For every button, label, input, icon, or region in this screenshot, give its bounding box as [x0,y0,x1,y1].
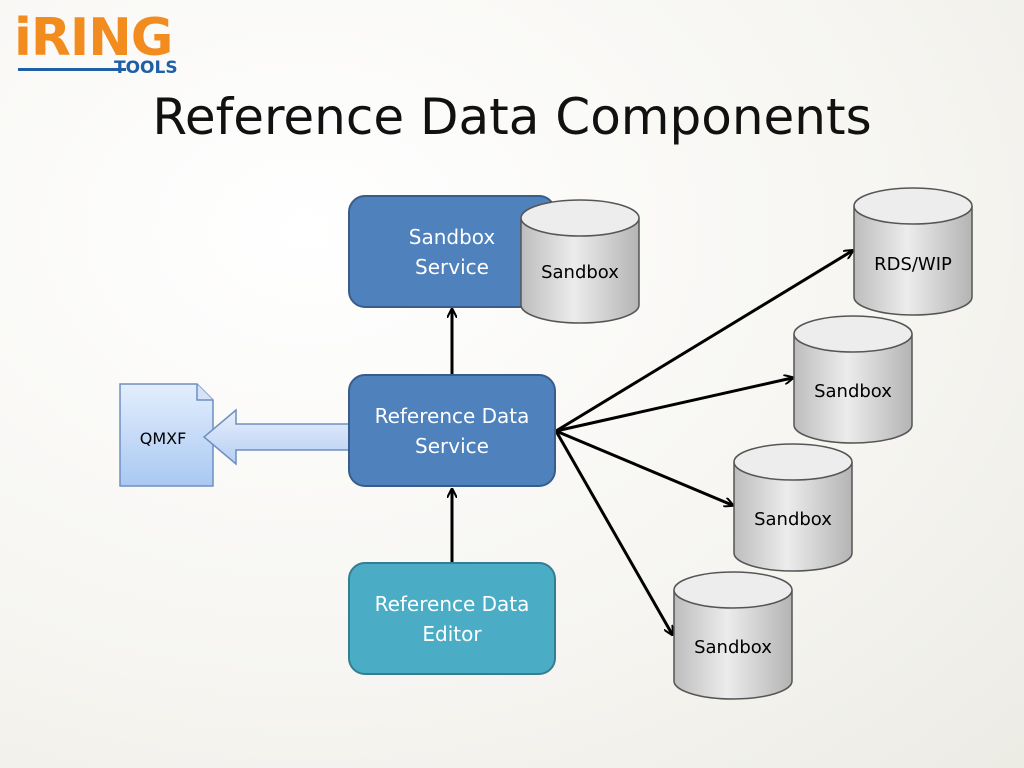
page-title: Reference Data Components [152,88,872,146]
sandbox-1-label: Sandbox [814,381,892,402]
sandbox-top-label: Sandbox [541,262,619,283]
sandbox-database-1: Sandbox [793,315,913,444]
sandbox-database-3: Sandbox [673,571,793,700]
rds-wip-label: RDS/WIP [874,254,952,275]
reference-data-service-box: Reference Data Service [348,374,556,487]
arrow-to-sandbox-1 [555,378,792,433]
logo-subtitle: TOOLS [114,58,178,78]
qmxf-document: QMXF [119,383,214,487]
reference-data-service-label-line2: Service [415,434,489,458]
logo-underline [18,68,126,71]
arrow-to-sandbox-2 [555,429,732,505]
sandbox-service-label-line1: Sandbox [409,225,496,249]
sandbox-2-label: Sandbox [754,509,832,530]
sandbox-service-label-line2: Service [415,255,489,279]
arrow-to-rds-wip [555,251,852,433]
reference-data-editor-label-line2: Editor [422,622,482,646]
sandbox-database-2: Sandbox [733,443,853,572]
sandbox-database-top: Sandbox [520,199,640,324]
logo-wordmark: iRING [14,8,173,68]
rds-wip-database: RDS/WIP [853,187,973,316]
sandbox-3-label: Sandbox [694,637,772,658]
reference-data-editor-box: Reference Data Editor [348,562,556,675]
connectors [452,251,852,634]
export-block-arrow [202,408,368,466]
reference-data-service-label-line1: Reference Data [375,404,530,428]
sandbox-service-box: Sandbox Service [348,195,556,308]
arrow-to-sandbox-3 [554,430,672,634]
reference-data-editor-label-line1: Reference Data [375,592,530,616]
qmxf-label: QMXF [140,429,187,448]
iring-tools-logo: iRING TOOLS [14,12,184,78]
